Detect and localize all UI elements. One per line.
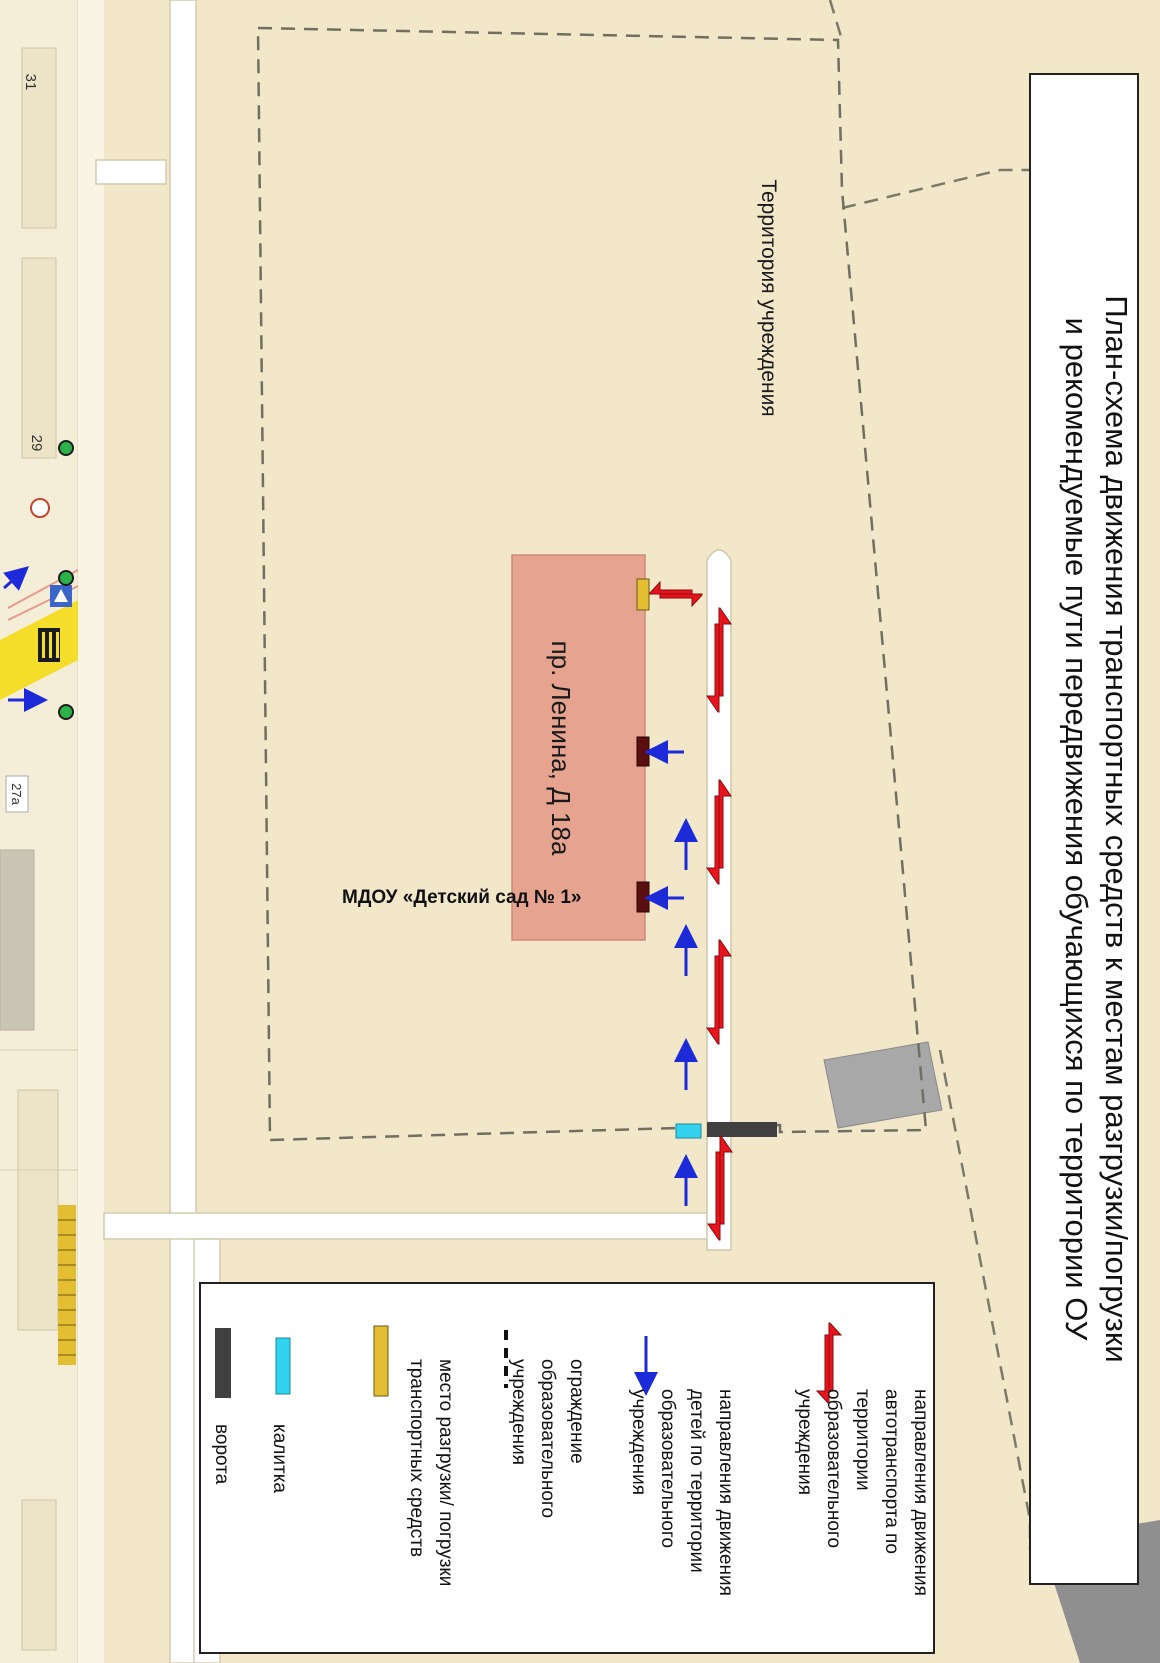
gate-marker	[707, 1122, 777, 1137]
parking-stripes	[58, 1205, 76, 1365]
territory-fence	[256, 26, 928, 1142]
vehicle-arrows	[649, 580, 733, 1241]
svg-text:калитка: калитка	[269, 1424, 290, 1493]
garage-building	[823, 1041, 943, 1129]
wicket-marker	[675, 1123, 702, 1139]
legend-gate-icon	[215, 1328, 231, 1398]
pedestrian-crossing	[0, 569, 79, 700]
title-line-1: План-схема движения транспортных средств…	[1099, 295, 1134, 1362]
school-building	[511, 554, 646, 941]
legend-gate-text: ворота	[211, 1424, 232, 1485]
title-box	[1029, 73, 1139, 1585]
loading-place-marker	[636, 578, 650, 611]
external-boundaries	[828, 0, 1032, 1550]
children-arrows	[644, 740, 698, 1206]
house-number-29: 29	[28, 435, 45, 452]
legend-vehicle-text: направления движения автотранспорта по т…	[794, 1389, 931, 1596]
building-address: пр. Ленина, Д 18а	[546, 641, 576, 856]
street-left	[78, 0, 104, 1663]
legend-vehicle-icon	[815, 1322, 843, 1404]
legend-wicket-icon	[275, 1337, 291, 1395]
svg-text:ворота: ворота	[211, 1424, 232, 1485]
legend-wicket-text: калитка	[269, 1424, 290, 1493]
legend-loading-text: место разгрузки/ погрузки транспортных с…	[406, 1359, 456, 1587]
left-block-strip	[0, 0, 78, 1663]
svg-text:27а: 27а	[9, 783, 24, 805]
entrance-marker-2	[636, 881, 650, 913]
cross-road-bottom	[103, 1212, 719, 1240]
house-number-31: 31	[22, 74, 39, 91]
legend-box	[199, 1282, 935, 1654]
svg-text:Территория учреждения: Территория учреждения	[757, 179, 780, 416]
house-number-27a: 27а	[9, 783, 24, 805]
cross-road-top	[95, 159, 167, 185]
left-blue-arrows	[3, 566, 48, 712]
svg-text:План-схема движения транспортн: План-схема движения транспортных средств…	[1099, 295, 1134, 1362]
school-name: МДОУ «Детский сад № 1»	[342, 887, 582, 908]
svg-text:31: 31	[22, 74, 39, 91]
svg-text:29: 29	[28, 435, 45, 452]
svg-text:и рекомендуемые пути передвиже: и рекомендуемые пути передвижения обучаю…	[1059, 318, 1094, 1341]
territory-label: Территория учреждения	[757, 179, 780, 416]
street-left-road	[169, 0, 197, 1663]
traffic-light-icons	[30, 440, 74, 720]
title-line-2: и рекомендуемые пути передвижения обучаю…	[1059, 318, 1094, 1341]
legend-loading-icon	[373, 1325, 389, 1397]
legend-fence-text: ограждение образовательного учреждения	[508, 1359, 587, 1519]
left-buildings	[0, 47, 78, 1651]
svg-text:пр. Ленина, Д 18а: пр. Ленина, Д 18а	[546, 641, 576, 856]
entrance-marker-1	[636, 736, 650, 767]
